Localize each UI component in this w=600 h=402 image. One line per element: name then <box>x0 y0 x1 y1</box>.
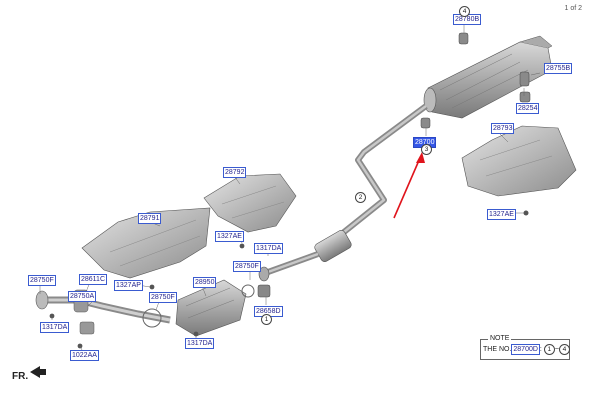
rear-heat-shield <box>461 125 577 216</box>
center-pipe <box>258 103 428 282</box>
part-label-1327ap[interactable]: 1327AP <box>114 280 143 291</box>
front-direction-arrow <box>30 366 46 378</box>
part-label-28750f-center[interactable]: 28750F <box>233 261 261 272</box>
part-label-28611c[interactable]: 28611C <box>79 274 108 285</box>
front-heat-shield <box>81 207 211 279</box>
note-range-separator: ~ <box>554 346 559 353</box>
reference-number-2: 2 <box>355 192 366 203</box>
part-label-28950[interactable]: 28950 <box>193 277 217 288</box>
reference-number-1: 1 <box>261 314 272 325</box>
part-label-1327ae-rear[interactable]: 1327AE <box>487 209 516 220</box>
note-title: NOTE <box>488 335 512 342</box>
part-label-28791[interactable]: 28791 <box>138 213 162 224</box>
page-indicator: 1 of 2 <box>564 5 582 12</box>
part-label-28254[interactable]: 28254 <box>516 103 540 114</box>
part-label-28755b[interactable]: 28755B <box>544 63 573 74</box>
part-label-28792[interactable]: 28792 <box>223 167 247 178</box>
note-prefix: THE NO. <box>483 346 512 353</box>
part-label-1317da-center[interactable]: 1317DA <box>254 243 284 254</box>
part-label-28793[interactable]: 28793 <box>491 123 515 134</box>
part-label-28750f-left[interactable]: 28750F <box>28 275 56 286</box>
pointer-arrow <box>393 152 425 219</box>
part-label-28750a[interactable]: 28750A <box>68 291 97 302</box>
note-range-start: 1 <box>543 344 555 355</box>
center-heat-shield <box>203 173 297 233</box>
reference-number-4: 4 <box>459 6 470 17</box>
reference-number-3: 3 <box>421 144 432 155</box>
note-range-end: 4 <box>558 344 570 355</box>
note-part-label[interactable]: 28700D <box>511 344 540 355</box>
rubber-hangers <box>420 32 531 129</box>
note-text: THE NO.28700D: 1~4 <box>483 344 570 355</box>
part-label-1022aa[interactable]: 1022AA <box>70 350 99 361</box>
part-label-1327ae-center[interactable]: 1327AE <box>215 231 244 242</box>
part-label-1317da-left[interactable]: 1317DA <box>40 322 70 333</box>
front-direction-label: FR. <box>12 371 29 382</box>
part-label-28750f-front[interactable]: 28750F <box>149 292 177 303</box>
part-label-1317da-front[interactable]: 1317DA <box>185 338 215 349</box>
rear-muffler <box>423 35 553 119</box>
note-colon: : <box>539 346 542 353</box>
catalytic-converter <box>175 279 271 337</box>
